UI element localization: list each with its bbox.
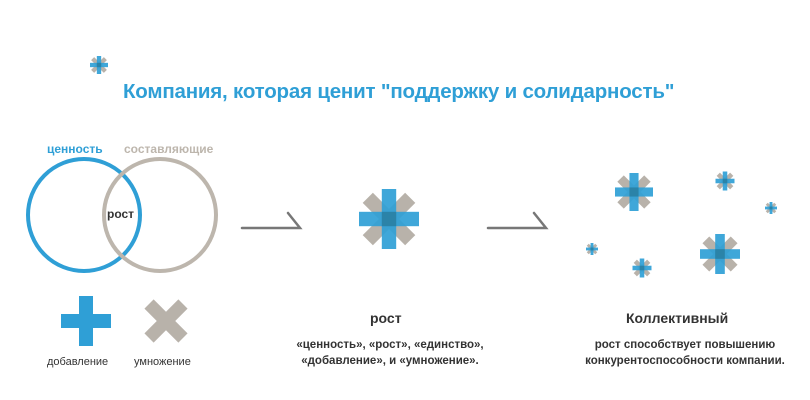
star-icon <box>586 243 598 255</box>
growth-description-line: «ценность», «рост», «единство», <box>296 339 484 351</box>
arrow-right-icon <box>486 211 549 230</box>
collective-heading: Коллективный <box>626 310 729 326</box>
growth-heading: рост <box>370 310 402 326</box>
plus-icon <box>61 296 111 346</box>
multiplication-label: умножение <box>134 356 191 368</box>
components-label: составляющие <box>124 142 214 156</box>
title-star-icon <box>90 56 108 74</box>
growth-overlap-label: рост <box>107 207 135 221</box>
growth-description: «ценность», «рост», «единство», «добавле… <box>270 337 510 369</box>
addition-label: добавление <box>47 356 109 368</box>
star-icon <box>715 171 735 191</box>
growth-description-line: «добавление», и «умножение». <box>301 355 479 367</box>
components-circle <box>102 157 218 273</box>
times-icon <box>144 299 188 343</box>
value-circle <box>26 157 142 273</box>
arrow-right-icon <box>240 211 303 230</box>
value-label: ценность <box>47 142 103 156</box>
star-icon <box>700 234 740 274</box>
star-icon <box>632 258 652 278</box>
collective-description: рост способствует повышению конкурентосп… <box>565 337 805 369</box>
star-icon <box>765 202 777 214</box>
star-icon <box>615 173 653 211</box>
collective-description-line: конкурентоспособности компании. <box>585 355 785 367</box>
collective-stars <box>586 171 777 278</box>
page-title: Компания, которая ценит "поддержку и сол… <box>123 80 675 103</box>
collective-description-line: рост способствует повышению <box>594 339 776 351</box>
growth-star-icon <box>359 189 419 249</box>
